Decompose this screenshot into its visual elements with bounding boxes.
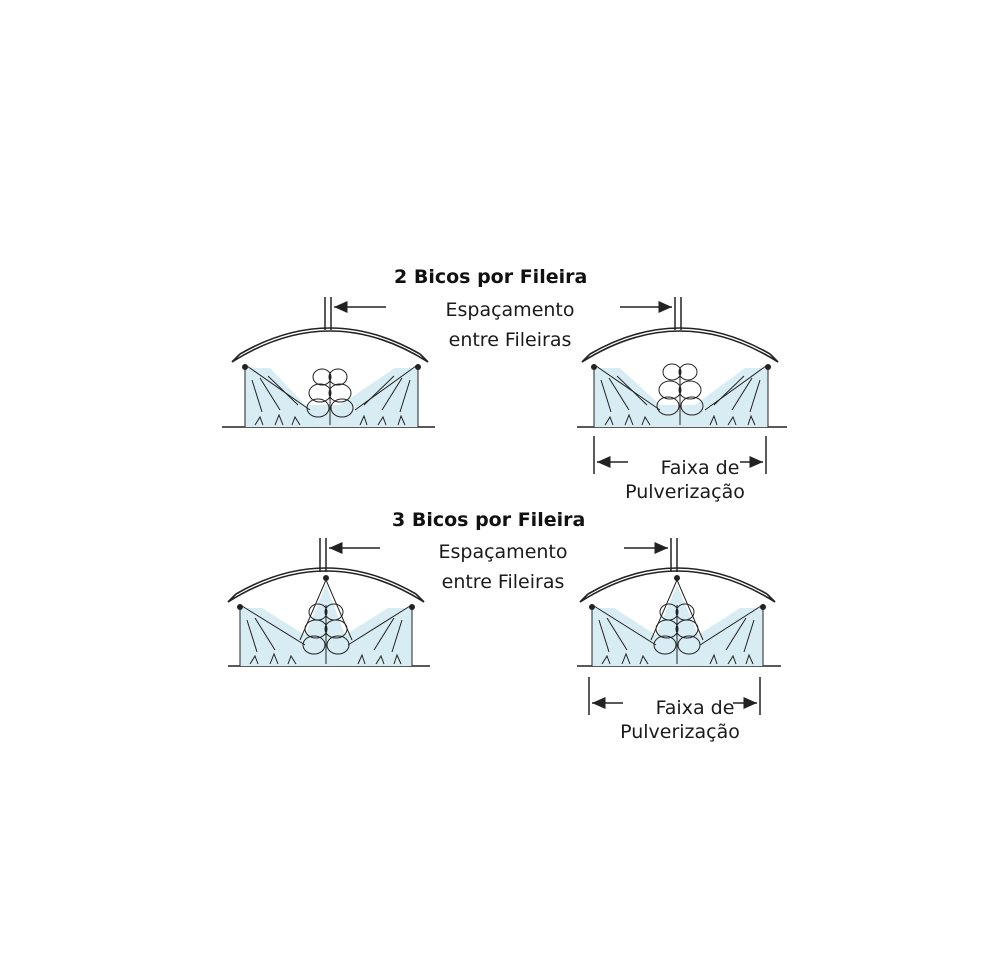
hood-arch bbox=[581, 330, 779, 363]
nozzle-icon bbox=[760, 604, 766, 610]
row-spacing-label-top: Espaçamento entre Fileiras bbox=[420, 298, 600, 352]
nozzle-icon bbox=[589, 604, 595, 610]
spray-width-label-line2: Pulverização bbox=[625, 481, 745, 503]
row-unit-bottom-left bbox=[227, 538, 430, 667]
spray-width-dimension-top bbox=[593, 436, 767, 474]
hood-arch bbox=[231, 330, 429, 363]
nozzle-icon bbox=[765, 364, 771, 370]
nozzle-icon bbox=[674, 575, 680, 581]
row-unit-bottom-right bbox=[577, 538, 781, 667]
spray-width-label-line1: Faixa de bbox=[655, 697, 735, 719]
nozzle-icon bbox=[415, 364, 421, 370]
spray-area bbox=[594, 368, 768, 427]
plant-icon bbox=[254, 368, 406, 426]
nozzle-icon bbox=[242, 364, 248, 370]
plant-icon bbox=[601, 603, 754, 665]
row-spacing-label-line2: entre Fileiras bbox=[441, 571, 565, 593]
section-title-2-nozzles: 2 Bicos por Fileira bbox=[394, 266, 588, 288]
row-unit-top-left bbox=[222, 297, 435, 428]
row-spacing-label-line2: entre Fileiras bbox=[448, 329, 572, 351]
plant-icon bbox=[604, 363, 756, 426]
nozzle-icon bbox=[591, 364, 597, 370]
spray-width-dimension-bottom bbox=[588, 677, 761, 715]
spray-width-label-top: Faixa de Pulverização bbox=[605, 456, 765, 504]
spray-width-label-line2: Pulverização bbox=[620, 721, 740, 743]
plant-icon bbox=[249, 603, 402, 665]
row-spacing-label-line1: Espaçamento bbox=[445, 299, 575, 321]
row-spacing-label-bottom: Espaçamento entre Fileiras bbox=[413, 540, 593, 594]
nozzle-icon bbox=[237, 604, 243, 610]
nozzle-icon bbox=[409, 604, 415, 610]
row-unit-top-right bbox=[577, 297, 787, 428]
row-spacing-label-line1: Espaçamento bbox=[438, 541, 568, 563]
spray-width-label-line1: Faixa de bbox=[660, 457, 740, 479]
spray-area bbox=[245, 368, 418, 427]
nozzle-icon bbox=[323, 575, 329, 581]
section-title-3-nozzles: 3 Bicos por Fileira bbox=[392, 509, 586, 531]
spray-width-label-bottom: Faixa de Pulverização bbox=[600, 696, 760, 744]
